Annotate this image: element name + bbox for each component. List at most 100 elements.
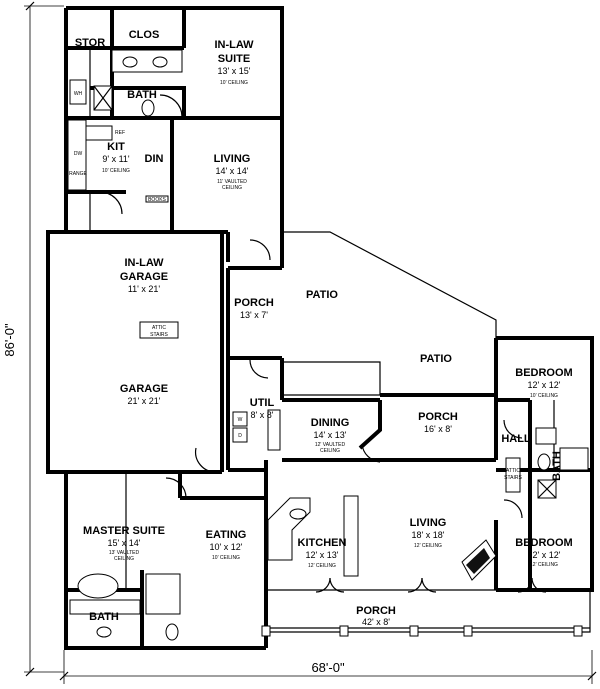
kitchen-counter — [267, 497, 311, 561]
util-counter — [267, 409, 281, 451]
master-suite-ceiling: CEILING — [114, 556, 134, 562]
right-vanity — [535, 427, 557, 445]
kit-name: KIT — [107, 141, 125, 153]
attic-stairs-right-label: STAIRS — [504, 475, 522, 481]
attic-stairs — [139, 321, 179, 339]
living-main-dims: 18' x 18' — [412, 530, 445, 540]
door-swing — [329, 577, 345, 593]
living-top-ceiling: CEILING — [222, 185, 242, 191]
inlaw-garage-name: IN-LAW — [124, 257, 164, 269]
garage-dims: 21' x 21' — [128, 396, 161, 406]
overall-depth-label: 86'-0" — [2, 323, 17, 357]
door-swing — [159, 94, 183, 118]
bookshelf — [145, 195, 169, 203]
door-swing — [195, 447, 217, 473]
living-top-ceiling: 11' VAULTED — [217, 179, 247, 185]
eating-dims: 10' x 12' — [210, 542, 243, 552]
inlaw-suite-dims: 13' x 15' — [218, 66, 251, 76]
porch-column — [463, 625, 473, 637]
door-swing — [503, 419, 523, 439]
porch-rear-name: PORCH — [418, 411, 458, 423]
washer-label: W — [238, 417, 243, 423]
patio-lower-label: PATIO — [420, 353, 452, 365]
bedroom-upper-ceiling: 10' CEILING — [530, 393, 558, 399]
porch-column — [573, 625, 583, 637]
living-main-ceiling: 12' CEILING — [414, 543, 442, 549]
door-swings — [99, 94, 547, 593]
counter — [85, 125, 113, 141]
eating-ceiling: 10' CEILING — [212, 555, 240, 561]
attic-stairs-label: ATTIC — [152, 325, 166, 331]
attic-stairs-label: STAIRS — [150, 332, 168, 338]
fixtures: WH REF DW RANGE BOOKS W D — [67, 49, 589, 641]
dryer — [232, 427, 248, 443]
kit-ceiling: 10' CEILING — [102, 168, 130, 174]
door-swing — [249, 359, 269, 379]
porch-rear-dims: 16' x 8' — [424, 424, 452, 434]
overall-width-dimension: 68'-0" — [59, 650, 597, 684]
master-sink — [96, 626, 112, 638]
dining-name: DINING — [311, 417, 350, 429]
porch-side-name: PORCH — [234, 297, 274, 309]
porch-side-dims: 13' x 7' — [240, 310, 268, 320]
overall-depth-dimension: 86'-0" — [2, 1, 64, 677]
util-name: UTIL — [250, 397, 275, 409]
door-swing — [249, 239, 271, 261]
inlaw-suite-name: SUITE — [218, 53, 250, 65]
kitchen-island — [343, 495, 359, 577]
garage-name: GARAGE — [120, 383, 168, 395]
dw-label: DW — [74, 151, 83, 157]
door-swing — [165, 477, 187, 499]
patio-outline — [282, 231, 497, 396]
bedroom-lower-ceiling: 12' CEILING — [530, 562, 558, 568]
ref-label: REF — [115, 130, 125, 136]
door-swing — [531, 577, 547, 593]
bedroom-lower-name: BEDROOM — [515, 537, 572, 549]
hall-label: HALL — [501, 433, 531, 445]
kitchen-name: KITCHEN — [298, 537, 347, 549]
inlaw-suite-ceiling: 10' CEILING — [220, 80, 248, 86]
master-toilet — [165, 623, 179, 641]
master-vanity — [69, 599, 141, 615]
toilet — [141, 99, 155, 117]
door-swing — [421, 577, 437, 593]
porch-front-dims: 42' x 8' — [362, 617, 390, 627]
living-top-name: LIVING — [214, 153, 251, 165]
overall-width-label: 68'-0" — [311, 660, 345, 675]
range-label: RANGE — [69, 171, 87, 177]
dining-ceiling: 12' VAULTED — [315, 442, 346, 448]
books-label: BOOKS — [148, 197, 166, 203]
master-suite-ceiling: 13' VAULTED — [109, 550, 140, 556]
attic-stairs-right-label: ATTIC — [506, 468, 520, 474]
inlaw-garage-dims: 11' x 21' — [128, 284, 161, 294]
master-closet — [145, 573, 181, 615]
master-suite-dims: 15' x 14' — [108, 538, 141, 548]
right-tub — [559, 447, 589, 471]
eating-name: EATING — [206, 529, 247, 541]
room-labels: STOR CLOS IN-LAW SUITE 13' x 15' 10' CEI… — [75, 29, 573, 627]
front-porch — [261, 589, 591, 637]
inlaw-suite-name: IN-LAW — [214, 39, 254, 51]
exterior-walls — [46, 6, 594, 650]
dining-ceiling: CEILING — [320, 448, 340, 454]
porch-column — [409, 625, 419, 637]
dryer-label: D — [238, 433, 242, 439]
sink — [152, 56, 168, 68]
right-toilet — [537, 453, 551, 471]
porch-column — [261, 625, 271, 637]
porch-column — [339, 625, 349, 637]
bedroom-upper-dims: 12' x 12' — [528, 380, 561, 390]
kitchen-sink — [289, 508, 307, 520]
bath-top-label: BATH — [127, 89, 157, 101]
water-heater — [69, 79, 87, 105]
door-swing — [361, 443, 381, 463]
bath-master-label: BATH — [89, 611, 119, 623]
kitchen-dims: 12' x 13' — [306, 550, 339, 560]
kit-dims: 9' x 11' — [102, 154, 130, 164]
din-label: DIN — [145, 153, 164, 165]
wh-label: WH — [74, 91, 83, 97]
interior-walls — [66, 8, 592, 648]
util-dims: 8' x 8' — [251, 410, 274, 420]
living-main-name: LIVING — [410, 517, 447, 529]
tub — [77, 573, 119, 599]
